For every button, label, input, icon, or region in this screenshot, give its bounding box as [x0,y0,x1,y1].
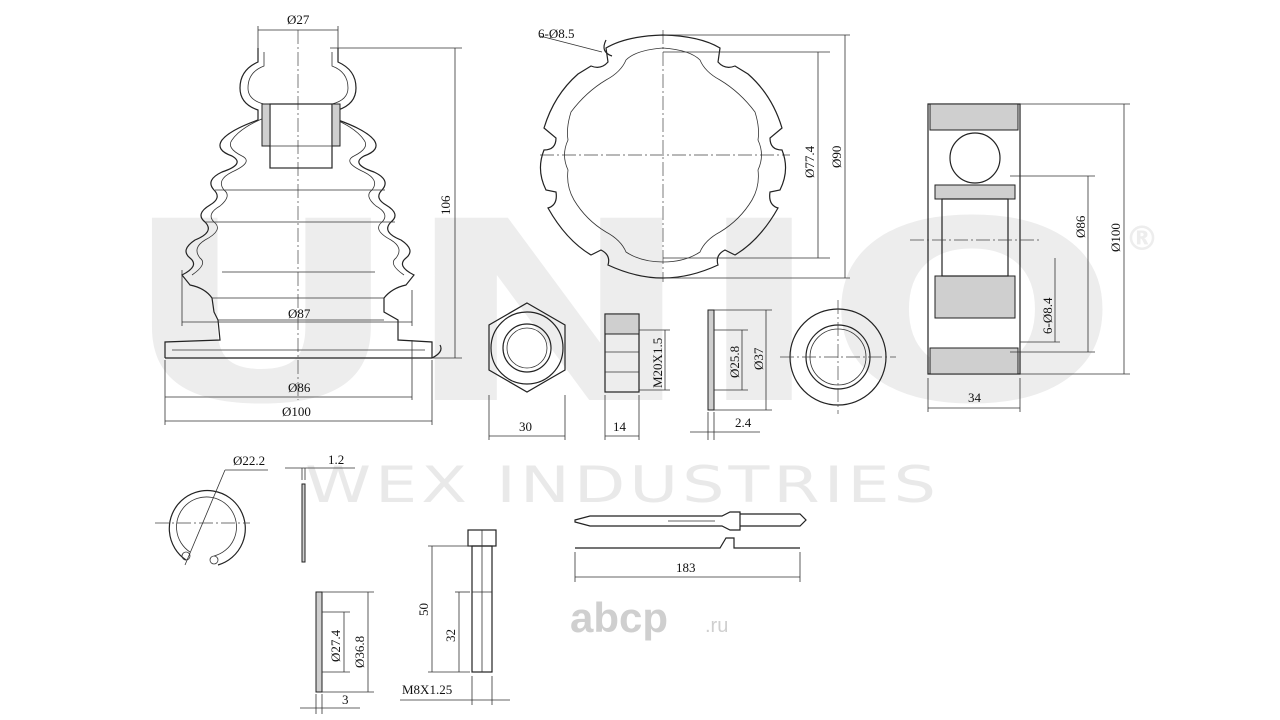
cv-joint-drawing: Ø86 Ø100 6-Ø8.4 34 [910,103,1130,412]
dim-washer-outer: Ø37 [751,347,766,370]
nut-side-drawing: M20X1.5 14 [604,313,670,440]
dim-boot-base-inner: Ø86 [288,380,311,395]
site-logo-name: abcp [570,594,668,641]
watermark-registered: ® [1125,219,1159,259]
site-logo-suffix: .ru [705,615,728,637]
dim-bolt-thread-len: 32 [443,629,458,642]
dim-flange-pcd: Ø77.4 [802,145,817,178]
bolt-drawing: 50 32 M8X1.25 [400,529,510,705]
dim-boot-base-outer: Ø100 [282,404,311,419]
dim-nut-width: 30 [519,419,532,434]
dim-joint-outer: Ø100 [1108,223,1123,252]
dim-nut-height: 14 [613,419,627,434]
spline-hub-drawing [780,300,896,414]
dim-flange-od: Ø90 [829,146,844,168]
circlip-drawing: Ø22.2 1.2 [155,452,355,566]
dim-boot-neck: Ø27 [287,12,310,27]
washer-drawing: Ø25.8 Ø37 2.4 [690,309,772,440]
cv-boot-drawing: Ø27 106 Ø87 Ø86 Ø100 [164,12,462,425]
dim-flange-holes: 6-Ø8.5 [538,26,574,41]
dim-washer-inner: Ø25.8 [727,346,742,378]
dim-tie-length: 183 [676,560,696,575]
dim-joint-holes: 6-Ø8.4 [1040,297,1055,334]
dim-ring-outer: Ø36.8 [352,636,367,668]
site-logo: abcp .ru [570,594,728,641]
dim-circlip-t: 1.2 [328,452,344,467]
flange-drawing: 6-Ø8.5 Ø77.4 Ø90 [538,26,850,282]
dim-bolt-length: 50 [416,603,431,616]
dim-ring-inner: Ø27.4 [328,629,343,662]
dim-joint-inner: Ø86 [1073,215,1088,238]
dim-boot-inner: Ø87 [288,306,311,321]
nut-drawing: 30 [488,302,566,440]
dim-boot-height: 106 [438,195,453,215]
ring-drawing: Ø27.4 Ø36.8 3 [300,591,374,714]
dim-bolt-thread: M8X1.25 [402,682,452,697]
dim-washer-thickness: 2.4 [735,415,752,430]
dim-circlip-d: Ø22.2 [233,453,265,468]
dim-ring-width: 3 [342,692,349,707]
watermark-company: WEX INDUSTRIES [305,456,940,514]
cable-tie-drawing: 183 [574,511,807,582]
dim-nut-thread: M20X1.5 [650,338,665,388]
dim-joint-width: 34 [968,390,982,405]
